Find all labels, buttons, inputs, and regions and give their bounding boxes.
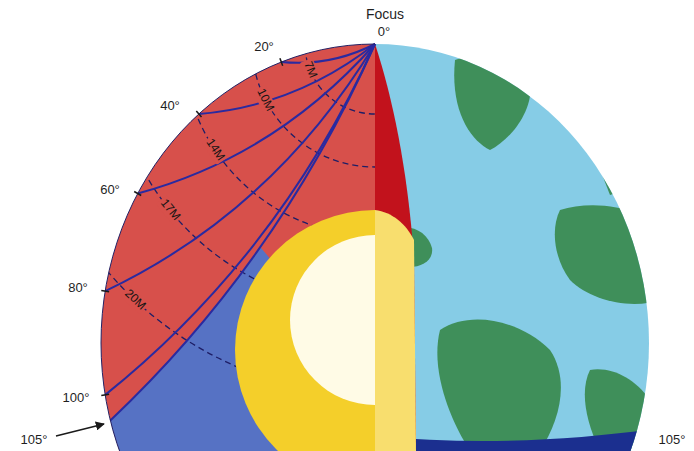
- degree-label: 105°: [21, 433, 48, 448]
- globe-rim: [101, 44, 375, 451]
- continent: [437, 320, 561, 451]
- core-slice-edge: [375, 210, 416, 451]
- degree-tick: [280, 58, 283, 66]
- mantle-section: [101, 44, 375, 451]
- degree-tick: [101, 394, 109, 395]
- degree-label: 80°: [68, 281, 88, 296]
- continent: [555, 205, 660, 304]
- continent: [589, 90, 641, 195]
- degree-tick: [134, 192, 141, 196]
- degree-label: 40°: [160, 99, 180, 114]
- degree-ticks: [101, 58, 282, 395]
- degree-label: 60°: [100, 183, 120, 198]
- degree-tick: [196, 111, 201, 117]
- shadow-band: [375, 428, 660, 451]
- focus-label: Focus: [366, 6, 404, 22]
- continent: [454, 55, 530, 150]
- wavefront-line: [183, 0, 567, 236]
- degree-label: 105°: [659, 433, 686, 448]
- degree-label: 100°: [63, 391, 90, 406]
- wavefront-line: [252, 0, 498, 167]
- wavefront-line: [305, 0, 445, 114]
- outer-core: [235, 210, 375, 451]
- inner-core: [290, 235, 375, 405]
- degree-label: 0°: [378, 25, 390, 40]
- degree-tick: [101, 290, 109, 291]
- pointer-arrow: [56, 424, 104, 436]
- mantle-slice-edge: [375, 44, 416, 451]
- degree-label: 20°: [254, 40, 274, 55]
- ray-path: [199, 44, 375, 114]
- continents: [375, 44, 660, 451]
- section-inner: [24, 0, 694, 451]
